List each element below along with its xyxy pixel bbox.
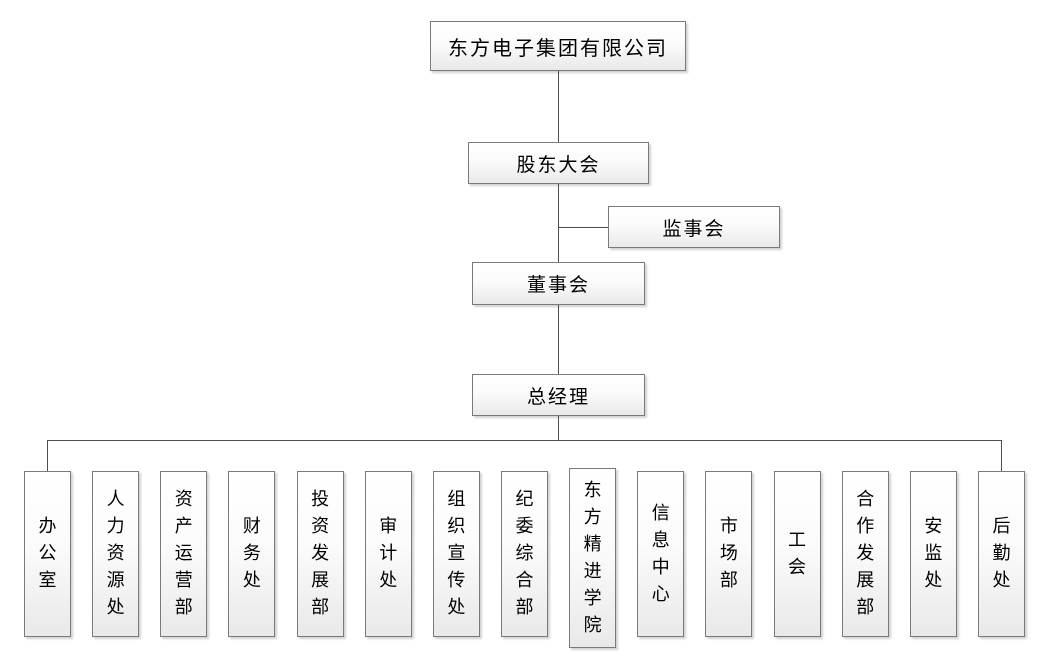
dept-marketing: 市场部 bbox=[705, 471, 753, 637]
dept-information-center-label: 信息中心 bbox=[651, 502, 670, 605]
connector-bus-drop-left bbox=[47, 440, 48, 471]
connector-departments-bus bbox=[47, 440, 1002, 441]
dept-general-office-label: 办公室 bbox=[38, 516, 57, 591]
dept-human-resources-label: 人力资源处 bbox=[106, 489, 125, 618]
org-node-general-manager: 总经理 bbox=[472, 374, 645, 416]
dept-discipline-inspection-label: 纪委综合部 bbox=[515, 489, 534, 618]
dept-labor-union-label: 工会 bbox=[788, 529, 807, 578]
dept-cooperation-development: 合作发展部 bbox=[841, 471, 889, 637]
dept-organization-publicity: 组织宣传处 bbox=[432, 471, 480, 637]
dept-audit-label: 审计处 bbox=[379, 516, 398, 591]
org-node-general-manager-label: 总经理 bbox=[526, 385, 590, 408]
dept-safety-supervision: 安监处 bbox=[909, 471, 957, 637]
dept-human-resources: 人力资源处 bbox=[92, 471, 140, 637]
dept-finance-label: 财务处 bbox=[242, 516, 261, 591]
org-node-supervisory-board-label: 监事会 bbox=[662, 217, 726, 240]
org-node-company: 东方电子集团有限公司 bbox=[430, 21, 686, 71]
dept-asset-operations: 资产运营部 bbox=[160, 471, 208, 637]
dept-asset-operations-label: 资产运营部 bbox=[174, 489, 193, 618]
connector-shareholders-to-board bbox=[558, 184, 559, 262]
org-node-supervisory-board: 监事会 bbox=[608, 206, 780, 248]
org-node-shareholders-meeting-label: 股东大会 bbox=[516, 153, 601, 176]
connector-general-manager-to-bus bbox=[558, 416, 559, 440]
dept-investment-development: 投资发展部 bbox=[296, 471, 344, 637]
connector-bus-drop-right bbox=[1001, 440, 1002, 472]
dept-discipline-inspection: 纪委综合部 bbox=[500, 471, 548, 637]
org-node-company-label: 东方电子集团有限公司 bbox=[448, 35, 668, 60]
org-node-board-of-directors-label: 董事会 bbox=[526, 274, 590, 296]
dept-labor-union: 工会 bbox=[773, 471, 821, 637]
dept-logistics: 后勤处 bbox=[977, 471, 1025, 637]
dept-dongfang-jingjin-academy-label: 东方精进学院 bbox=[583, 479, 602, 636]
dept-audit: 审计处 bbox=[364, 471, 412, 637]
connector-branch-to-supervisory-board bbox=[558, 227, 608, 228]
dept-safety-supervision-label: 安监处 bbox=[924, 516, 943, 591]
connector-board-to-general-manager bbox=[558, 305, 559, 374]
dept-marketing-label: 市场部 bbox=[719, 516, 738, 591]
department-row: 办公室 人力资源处 资产运营部 财务处 投资发展部 审计处 组织宣传处 纪委综合… bbox=[24, 468, 1025, 651]
dept-logistics-label: 后勤处 bbox=[992, 516, 1011, 591]
dept-cooperation-development-label: 合作发展部 bbox=[856, 489, 875, 618]
org-node-shareholders-meeting: 股东大会 bbox=[468, 142, 649, 184]
dept-information-center: 信息中心 bbox=[637, 471, 685, 637]
dept-investment-development-label: 投资发展部 bbox=[311, 489, 330, 618]
connector-company-to-shareholders bbox=[558, 71, 559, 142]
dept-organization-publicity-label: 组织宣传处 bbox=[447, 489, 466, 618]
dept-dongfang-jingjin-academy: 东方精进学院 bbox=[569, 468, 617, 648]
dept-general-office: 办公室 bbox=[24, 471, 71, 637]
org-node-board-of-directors: 董事会 bbox=[472, 262, 645, 305]
dept-finance: 财务处 bbox=[228, 471, 276, 637]
